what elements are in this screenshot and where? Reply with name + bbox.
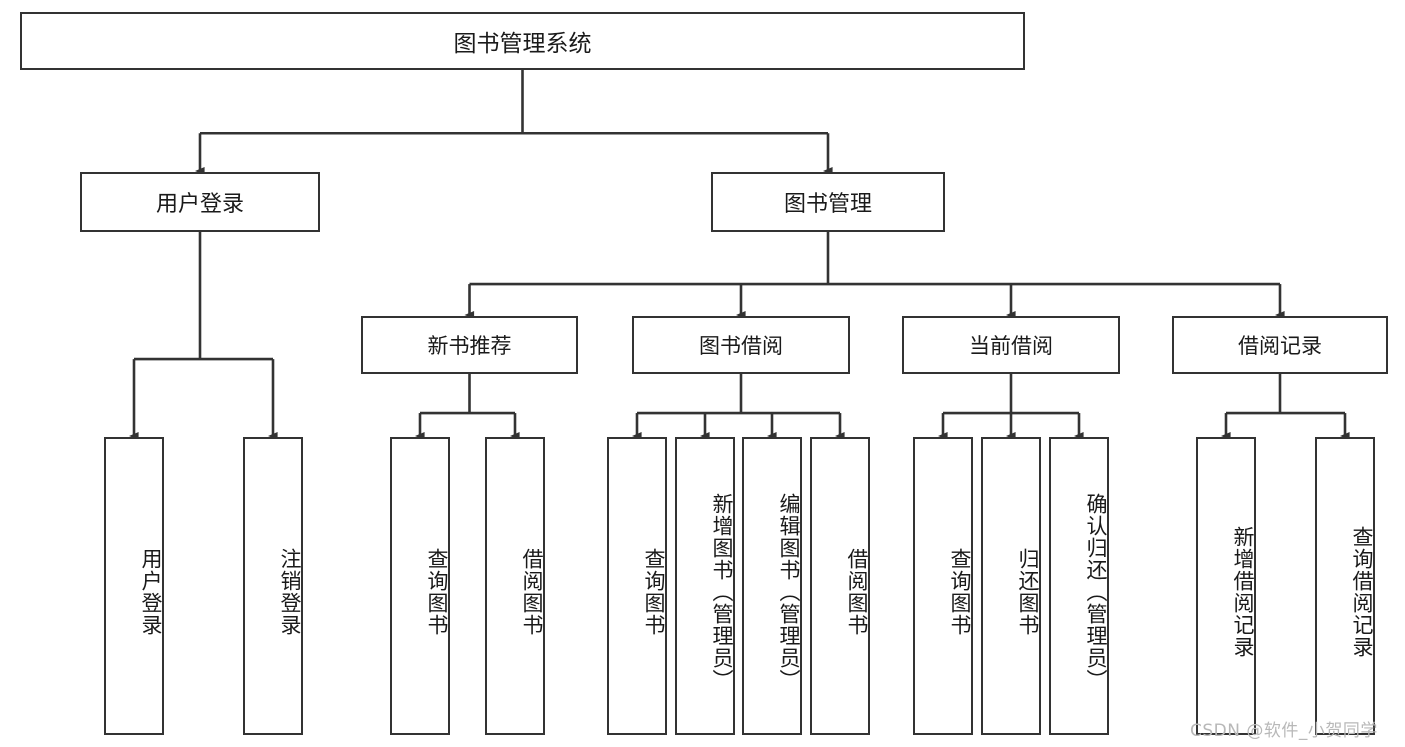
node-root[interactable]: 图书管理系统 (20, 12, 1025, 70)
leaf-return-book[interactable]: 归还图书 (981, 437, 1041, 735)
node-label: 新书推荐 (427, 334, 512, 358)
node-label: 当前借阅 (969, 334, 1053, 358)
node-label: 新增图书（管理员） (710, 493, 734, 691)
leaf-confirm-return[interactable]: 确认归还（管理员） (1049, 437, 1109, 735)
leaf-query-book-3[interactable]: 查询图书 (913, 437, 973, 735)
leaf-edit-book[interactable]: 编辑图书（管理员） (742, 437, 802, 735)
node-label: 借阅记录 (1238, 334, 1322, 358)
node-label: 查询图书 (642, 548, 666, 636)
leaf-add-record[interactable]: 新增借阅记录 (1196, 437, 1256, 735)
node-new-book-recommend[interactable]: 新书推荐 (361, 316, 578, 374)
node-current-borrow[interactable]: 当前借阅 (902, 316, 1120, 374)
node-label: 归还图书 (1016, 548, 1040, 636)
node-borrow-record[interactable]: 借阅记录 (1172, 316, 1388, 374)
node-label: 新增借阅记录 (1231, 526, 1255, 658)
node-label: 用户登录 (155, 192, 244, 217)
node-label: 图书管理 (783, 192, 872, 217)
node-label: 编辑图书（管理员） (777, 493, 801, 691)
node-label: 查询图书 (948, 548, 972, 636)
node-label: 查询图书 (425, 548, 449, 636)
node-label: 用户登录 (139, 548, 163, 636)
leaf-add-book[interactable]: 新增图书（管理员） (675, 437, 735, 735)
leaf-query-book-2[interactable]: 查询图书 (607, 437, 667, 735)
node-label: 借阅图书 (845, 548, 869, 636)
node-label: 图书借阅 (699, 334, 783, 358)
node-label: 借阅图书 (520, 548, 544, 636)
node-label: 图书管理系统 (453, 31, 592, 57)
leaf-user-login[interactable]: 用户登录 (104, 437, 164, 735)
leaf-query-book-1[interactable]: 查询图书 (390, 437, 450, 735)
leaf-borrow-book-2[interactable]: 借阅图书 (810, 437, 870, 735)
leaf-logout[interactable]: 注销登录 (243, 437, 303, 735)
node-label: 注销登录 (278, 548, 302, 636)
node-book-manage[interactable]: 图书管理 (711, 172, 945, 232)
csdn-watermark: CSDN @软件_小贺同学 (1190, 721, 1378, 741)
leaf-borrow-book-1[interactable]: 借阅图书 (485, 437, 545, 735)
node-label: 查询借阅记录 (1350, 526, 1374, 658)
leaf-query-record[interactable]: 查询借阅记录 (1315, 437, 1375, 735)
node-label: 确认归还（管理员） (1084, 493, 1108, 691)
node-book-borrow[interactable]: 图书借阅 (632, 316, 850, 374)
node-user-login[interactable]: 用户登录 (80, 172, 320, 232)
